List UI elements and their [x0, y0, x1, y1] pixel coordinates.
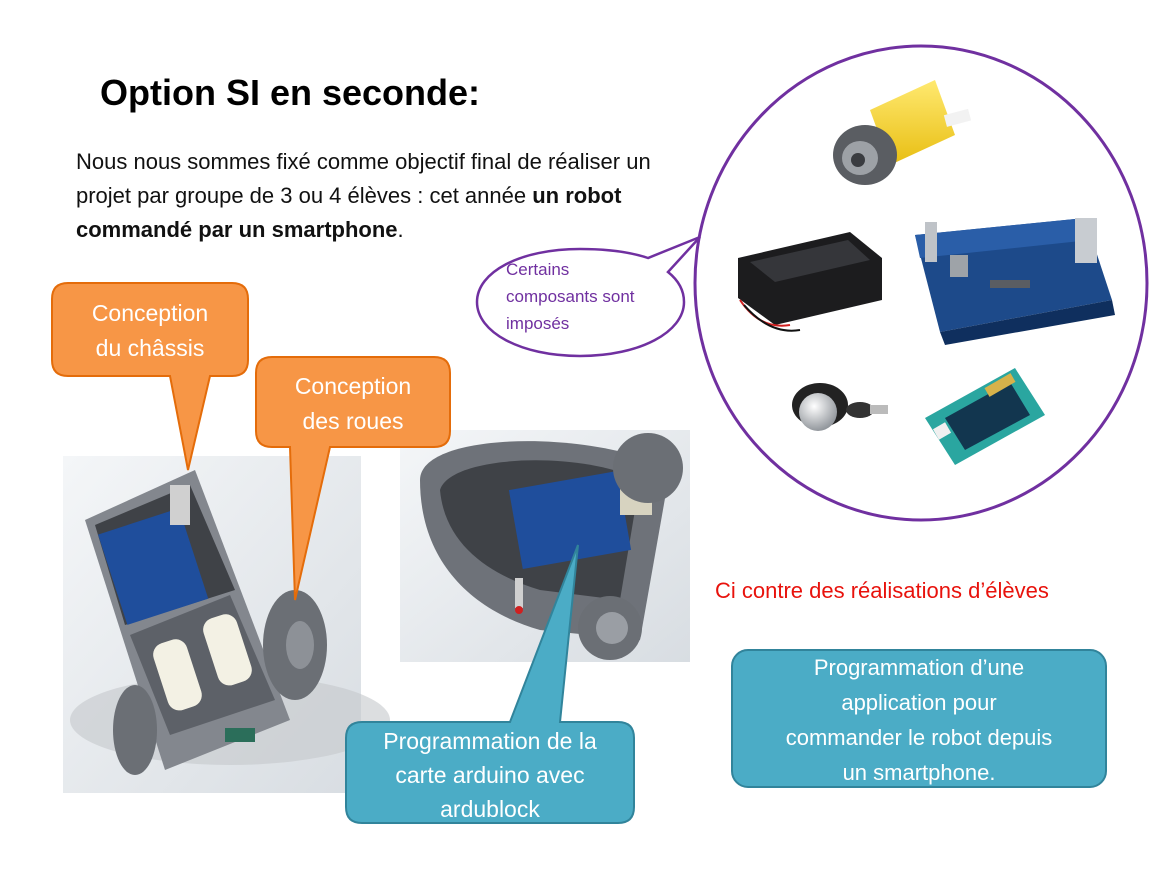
- arduino-callout-shape: [345, 544, 635, 824]
- note-callout-line-1: Certains: [506, 260, 570, 279]
- ball-caster-photo: [792, 383, 888, 431]
- round-robot-3d-render: [400, 430, 690, 662]
- intro-bold-text: un robot commandé par un smartphone: [76, 183, 622, 242]
- chassis-callout-line-2: du châssis: [95, 335, 205, 361]
- roues-callout: Conception des roues: [256, 369, 450, 439]
- intro-text: Nous nous sommes fixé comme objectif fin…: [76, 149, 651, 208]
- chassis-callout: Conception du châssis: [52, 296, 248, 366]
- arduino-callout-line-3: ardublock: [440, 796, 540, 822]
- bluetooth-module-photo: [925, 368, 1045, 465]
- note-callout-line-3: imposés: [506, 314, 570, 333]
- smartphone-callout-line-1: Programmation d’une: [813, 655, 1025, 680]
- chassis-callout-shape: [51, 282, 249, 471]
- arduino-callout-line-2: carte arduino avec: [395, 762, 585, 788]
- realisations-note: Ci contre des réalisations d’élèves: [715, 578, 1049, 603]
- smartphone-callout-line-2: application pour: [841, 690, 997, 715]
- smartphone-callout-line-3: commander le robot depuis: [785, 725, 1053, 750]
- arduino-shield-photo: [915, 218, 1115, 345]
- chassis-3d-render: [63, 456, 390, 793]
- slide-title: Option SI en seconde:: [100, 72, 481, 113]
- note-callout: Certains composants sont imposés: [506, 256, 676, 337]
- roues-callout-line-1: Conception: [294, 373, 412, 399]
- gear-motor-photo: [833, 80, 972, 185]
- intro-paragraph: Nous nous sommes fixé comme objectif fin…: [76, 145, 676, 247]
- note-callout-line-2: composants sont: [506, 287, 635, 306]
- smartphone-callout-line-4: un smartphone.: [842, 760, 996, 785]
- smartphone-callout-shape: [731, 649, 1107, 788]
- chassis-callout-line-1: Conception: [91, 300, 209, 326]
- note-callout-shape: [475, 235, 701, 358]
- arduino-callout-line-1: Programmation de la: [383, 728, 597, 754]
- battery-holder-photo: [738, 232, 882, 332]
- roues-callout-line-2: des roues: [302, 408, 404, 434]
- intro-end: .: [397, 217, 404, 242]
- smartphone-callout: Programmation d’une application pour com…: [732, 650, 1106, 790]
- roues-callout-shape: [255, 356, 451, 601]
- arduino-callout: Programmation de la carte arduino avec a…: [346, 724, 634, 826]
